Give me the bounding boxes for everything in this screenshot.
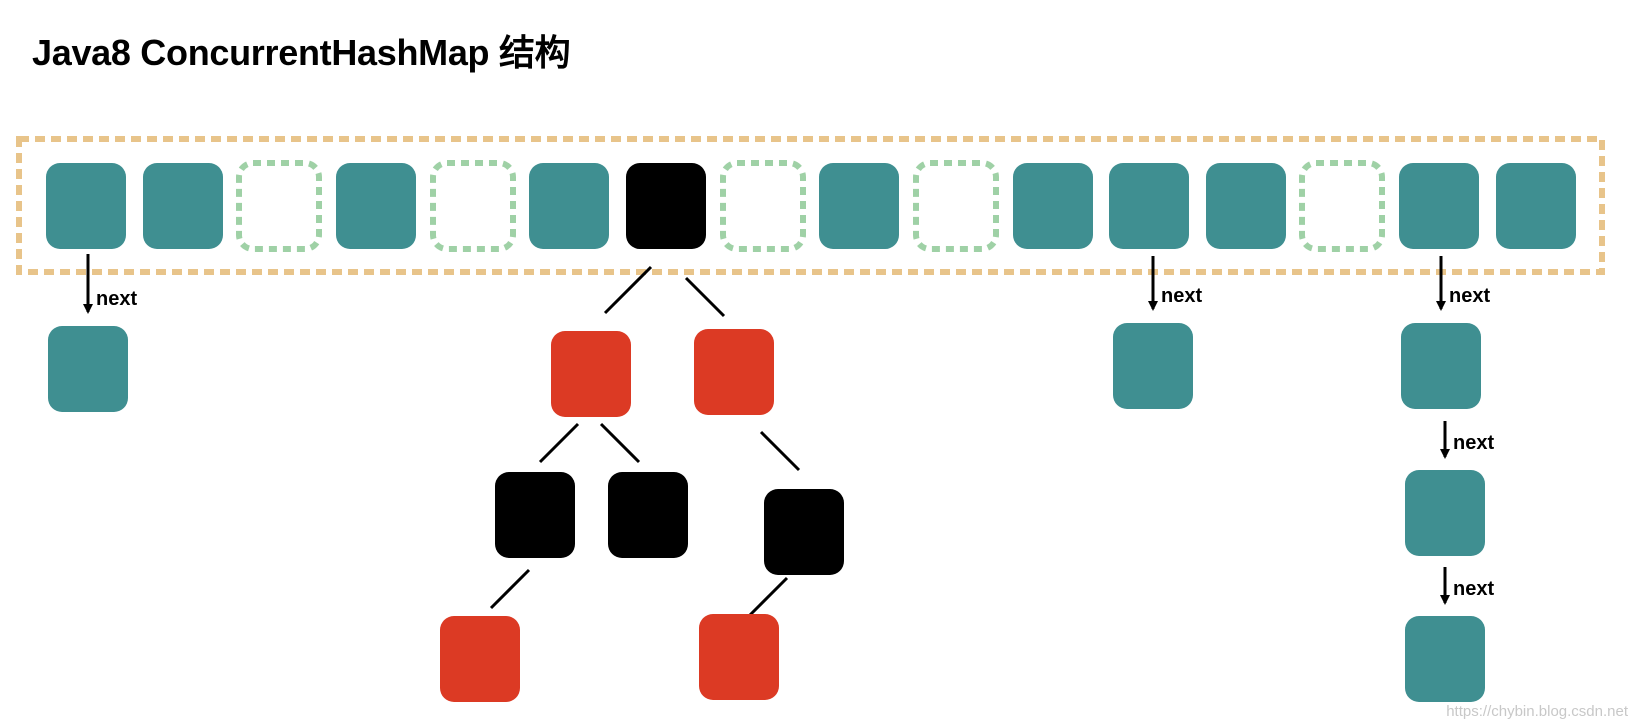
diagram-title: Java8 ConcurrentHashMap 结构 bbox=[32, 32, 571, 73]
bucket-row bbox=[46, 160, 1576, 252]
linked-list-bucket-12: next bbox=[1113, 256, 1202, 409]
tree-node-black bbox=[495, 472, 575, 558]
tree-edge bbox=[538, 422, 580, 464]
bucket-empty bbox=[1299, 160, 1385, 252]
bucket-node bbox=[1109, 163, 1189, 249]
list-node bbox=[1405, 616, 1485, 702]
list-node bbox=[1405, 470, 1485, 556]
bucket-node bbox=[336, 163, 416, 249]
bucket-empty bbox=[236, 160, 322, 252]
bucket-node bbox=[1013, 163, 1093, 249]
linked-list-bucket-15: next next next bbox=[1401, 256, 1494, 702]
tree-node-black bbox=[764, 489, 844, 575]
bucket-node bbox=[46, 163, 126, 249]
bucket-node bbox=[1496, 163, 1576, 249]
tree-edge bbox=[489, 568, 531, 610]
tree-node-red bbox=[551, 331, 631, 417]
tree-edge bbox=[684, 276, 726, 318]
list-node bbox=[48, 326, 128, 412]
next-label: next bbox=[1453, 432, 1494, 454]
next-label: next bbox=[1453, 578, 1494, 600]
tree-edge bbox=[759, 430, 801, 472]
tree-node-red bbox=[694, 329, 774, 415]
list-node bbox=[1401, 323, 1481, 409]
red-black-tree bbox=[440, 265, 844, 702]
bucket-node bbox=[1399, 163, 1479, 249]
tree-edge bbox=[603, 265, 653, 315]
tree-edge bbox=[599, 422, 641, 464]
next-label: next bbox=[96, 288, 137, 310]
tree-node-red bbox=[699, 614, 779, 700]
bucket-empty bbox=[430, 160, 516, 252]
bucket-empty bbox=[720, 160, 806, 252]
bucket-node bbox=[529, 163, 609, 249]
next-label: next bbox=[1449, 285, 1490, 307]
tree-node-red bbox=[440, 616, 520, 702]
list-node bbox=[1113, 323, 1193, 409]
next-label: next bbox=[1161, 285, 1202, 307]
bucket-node bbox=[143, 163, 223, 249]
tree-node-black bbox=[608, 472, 688, 558]
bucket-empty bbox=[913, 160, 999, 252]
linked-list-bucket-1: next bbox=[48, 254, 137, 412]
table-array-outline bbox=[16, 136, 1605, 275]
bucket-node bbox=[1206, 163, 1286, 249]
watermark: https://chybin.blog.csdn.net bbox=[1446, 703, 1628, 720]
bucket-node bbox=[819, 163, 899, 249]
tree-edge bbox=[747, 576, 789, 618]
bucket-tree-root bbox=[626, 163, 706, 249]
